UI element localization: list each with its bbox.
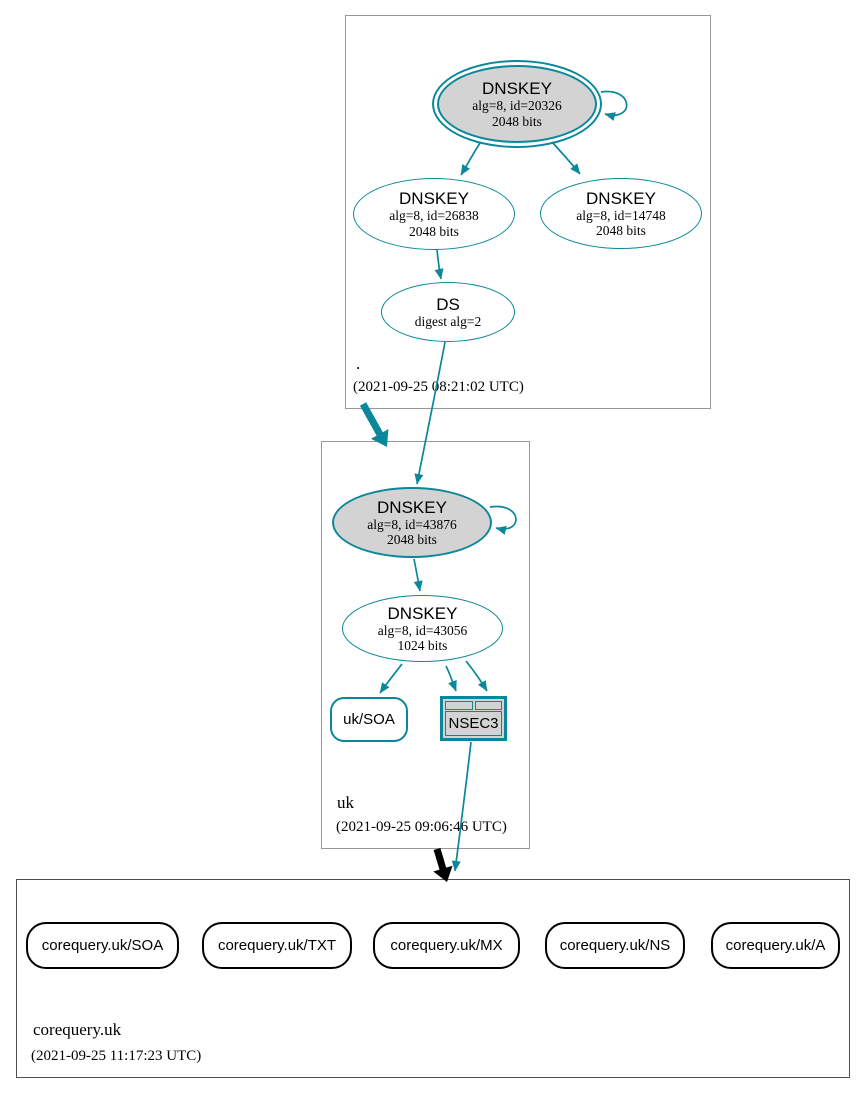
- node-dnskey-43876-ksk[interactable]: DNSKEY alg=8, id=43876 2048 bits: [332, 487, 492, 558]
- delegation-arrow-uk-to-corequery-uk: [433, 848, 453, 882]
- nsec3-cell-right: [474, 701, 502, 710]
- zone-box-corequery-uk: [16, 879, 850, 1078]
- node-dnskey-14748[interactable]: DNSKEY alg=8, id=14748 2048 bits: [540, 178, 702, 249]
- zone-label-uk: uk: [337, 793, 354, 812]
- zone-timestamp-uk: (2021-09-25 09:06:46 UTC): [336, 819, 507, 835]
- node-dnskey-20326-ksk[interactable]: DNSKEY alg=8, id=20326 2048 bits: [432, 60, 602, 148]
- node-rrset-corequery-uk-a[interactable]: corequery.uk/A: [711, 922, 840, 969]
- node-rrset-corequery-uk-txt[interactable]: corequery.uk/TXT: [202, 922, 352, 969]
- zone-timestamp-corequery-uk: (2021-09-25 11:17:23 UTC): [31, 1048, 202, 1064]
- zone-label-corequery-uk: corequery.uk: [33, 1020, 122, 1039]
- nsec3-label: NSEC3: [445, 711, 502, 736]
- node-ds-uk[interactable]: DS digest alg=2: [381, 282, 515, 342]
- zone-timestamp-root: (2021-09-25 08:21:02 UTC): [353, 379, 524, 395]
- node-rrset-uk-soa[interactable]: uk/SOA: [330, 697, 408, 742]
- node-rrset-corequery-uk-ns[interactable]: corequery.uk/NS: [545, 922, 685, 969]
- node-nsec3[interactable]: NSEC3: [440, 696, 507, 741]
- node-dnskey-43056[interactable]: DNSKEY alg=8, id=43056 1024 bits: [342, 595, 503, 662]
- node-dnskey-26838[interactable]: DNSKEY alg=8, id=26838 2048 bits: [353, 178, 515, 250]
- node-rrset-corequery-uk-soa[interactable]: corequery.uk/SOA: [26, 922, 179, 969]
- zone-label-root: .: [356, 354, 361, 373]
- nsec3-cell-left: [445, 701, 473, 710]
- node-rrset-corequery-uk-mx[interactable]: corequery.uk/MX: [373, 922, 520, 969]
